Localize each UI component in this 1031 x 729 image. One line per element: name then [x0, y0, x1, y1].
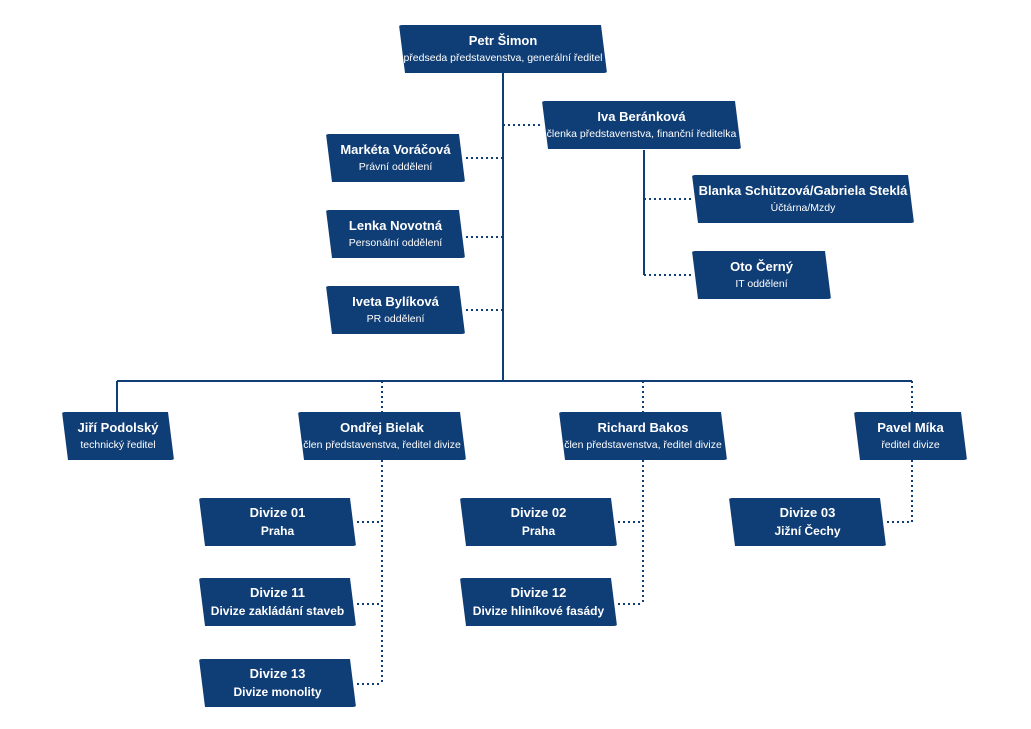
node-cerny: Oto Černý IT oddělení	[690, 251, 833, 299]
node-div12: Divize 12 Divize hliníkové fasády	[458, 578, 619, 626]
director-name: Ondřej Bielak	[340, 420, 424, 435]
staff-role: PR oddělení	[366, 313, 425, 325]
director-role: člen představenstva, ředitel divize	[303, 439, 461, 451]
node-div03: Divize 03 Jižní Čechy	[727, 498, 888, 546]
staff-name: Lenka Novotná	[348, 218, 443, 233]
finance-staff-role: IT oddělení	[735, 278, 788, 290]
node-podolsky: Jiří Podolský technický ředitel	[60, 412, 176, 460]
division-name: Divize 13	[249, 666, 306, 681]
node-div01: Divize 01 Praha	[197, 498, 358, 546]
node-bakos: Richard Bakos člen představenstva, ředit…	[557, 412, 729, 460]
finance-staff-name: Oto Černý	[730, 259, 793, 274]
director-name: Jiří Podolský	[77, 420, 159, 435]
node-voracova: Markéta Voráčová Právní oddělení	[324, 134, 467, 182]
division-name: Divize 03	[779, 505, 836, 520]
staff-name: Iveta Bylíková	[352, 294, 439, 309]
node-schutzova: Blanka Schützová/Gabriela Steklá Účtárna…	[690, 175, 916, 223]
division-sub: Divize zakládání staveb	[210, 604, 345, 618]
node-div02: Divize 02 Praha	[458, 498, 619, 546]
ceo-role: předseda představenstva, generální ředit…	[403, 52, 603, 64]
finance-staff-role: Účtárna/Mzdy	[770, 202, 836, 214]
node-ceo: Petr Šimon předseda představenstva, gene…	[397, 25, 609, 73]
division-sub: Praha	[521, 524, 556, 538]
staff-role: Právní oddělení	[358, 161, 433, 173]
node-bielak: Ondřej Bielak člen představenstva, ředit…	[296, 412, 468, 460]
division-name: Divize 12	[510, 585, 567, 600]
finance-staff-name: Blanka Schützová/Gabriela Steklá	[698, 183, 908, 198]
director-name: Pavel Míka	[877, 420, 944, 435]
division-sub: Jižní Čechy	[774, 524, 841, 538]
division-name: Divize 02	[510, 505, 567, 520]
director-role: technický ředitel	[80, 439, 156, 451]
node-novotna: Lenka Novotná Personální oddělení	[324, 210, 467, 258]
staff-name: Markéta Voráčová	[340, 142, 451, 157]
node-mika: Pavel Míka ředitel divize	[852, 412, 969, 460]
staff-role: Personální oddělení	[348, 237, 443, 249]
director-role: ředitel divize	[881, 439, 940, 451]
node-div13: Divize 13 Divize monolity	[197, 659, 358, 707]
node-div11: Divize 11 Divize zakládání staveb	[197, 578, 358, 626]
node-bylikova: Iveta Bylíková PR oddělení	[324, 286, 467, 334]
division-sub: Divize monolity	[233, 685, 322, 699]
division-name: Divize 11	[250, 585, 305, 600]
cfo-role: členka představenstva, finanční ředitelk…	[546, 128, 737, 140]
director-name: Richard Bakos	[597, 420, 689, 435]
director-role: člen představenstva, ředitel divize	[564, 439, 722, 451]
cfo-name: Iva Beránková	[597, 109, 686, 124]
division-name: Divize 01	[249, 505, 306, 520]
division-sub: Praha	[260, 524, 295, 538]
division-sub: Divize hliníkové fasády	[472, 604, 605, 618]
node-cfo: Iva Beránková členka představenstva, fin…	[540, 101, 743, 149]
ceo-name: Petr Šimon	[468, 33, 538, 48]
